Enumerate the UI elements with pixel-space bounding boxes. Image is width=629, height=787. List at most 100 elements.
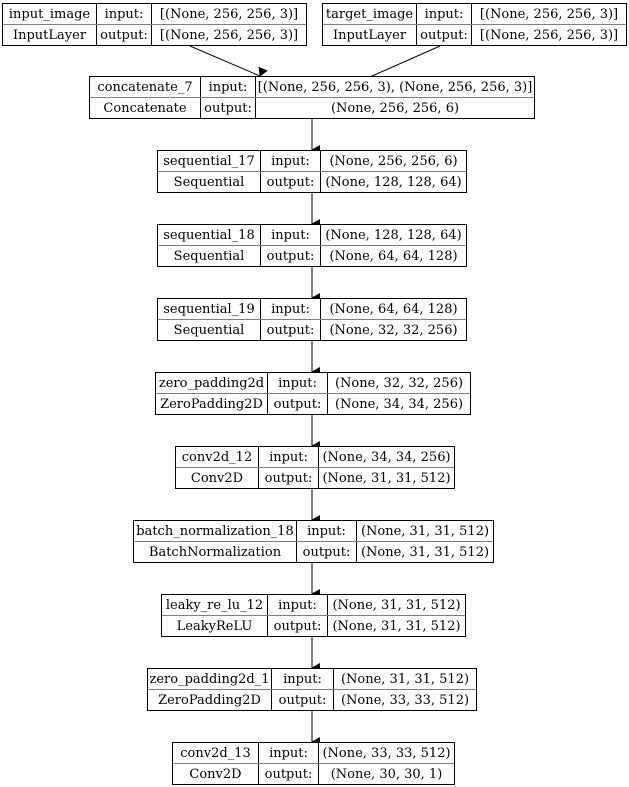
node-output-label: output: [97,25,152,45]
node-input-shape: [(None, 256, 256, 3), (None, 256, 256, 3… [257,79,533,95]
node-conv2d_12[interactable]: conv2d_12 input: (None, 34, 34, 256) Con… [175,446,455,489]
node-output-shape: (None, 256, 256, 6) [330,100,460,116]
node-input-label: input: [417,4,472,24]
node-output-label: output: [261,320,321,340]
node-name: zero_padding2d_1 [148,669,272,689]
node-input_image[interactable]: input_image input: [(None, 256, 256, 3)]… [2,3,307,46]
node-row-output: LeakyReLU output: (None, 31, 31, 512) [162,616,465,636]
node-leaky_re_lu_12[interactable]: leaky_re_lu_12 input: (None, 31, 31, 512… [161,594,466,637]
node-output-label: output: [261,172,321,192]
node-row-input: sequential_18 input: (None, 128, 128, 64… [158,225,466,246]
node-input-label: input: [297,521,357,541]
node-output-shape: (None, 32, 32, 256) [329,322,458,338]
node-type: ZeroPadding2D [156,394,268,414]
node-input-shape: (None, 31, 31, 512) [360,523,490,539]
node-row-output: Sequential output: (None, 128, 128, 64) [158,172,466,192]
node-row-input: zero_padding2d_1 input: (None, 31, 31, 5… [148,669,476,690]
node-type: Sequential [158,172,261,192]
node-type: ZeroPadding2D [148,690,272,710]
node-input-shape: (None, 32, 32, 256) [334,375,464,391]
node-output-label: output: [417,25,472,45]
node-type: Concatenate [90,98,201,118]
node-output-shape: [(None, 256, 256, 3)] [159,27,299,43]
node-output-shape: (None, 33, 33, 512) [340,692,470,708]
node-input-shape: (None, 64, 64, 128) [329,301,458,317]
node-input-label: input: [261,299,321,319]
edge-input_image-concatenate_7 [189,45,268,77]
node-output-label: output: [268,394,328,414]
node-row-output: ZeroPadding2D output: (None, 34, 34, 256… [156,394,470,414]
node-input-label: input: [259,743,319,763]
node-type: InputLayer [3,25,97,45]
node-input-label: input: [261,225,321,245]
node-name: target_image [323,4,417,24]
node-conv2d_13[interactable]: conv2d_13 input: (None, 33, 33, 512) Con… [172,742,455,785]
node-target_image[interactable]: target_image input: [(None, 256, 256, 3)… [322,3,627,46]
node-output-shape: (None, 31, 31, 512) [332,618,461,634]
node-zero_padding2d_1[interactable]: zero_padding2d_1 input: (None, 31, 31, 5… [147,668,477,711]
node-output-label: output: [259,468,319,488]
node-name: sequential_17 [158,151,261,171]
node-row-input: sequential_19 input: (None, 64, 64, 128) [158,299,466,320]
node-row-output: Conv2D output: (None, 30, 30, 1) [173,764,454,784]
node-input-label: input: [259,447,319,467]
node-output-shape: (None, 30, 30, 1) [330,766,443,782]
node-row-output: InputLayer output: [(None, 256, 256, 3)] [323,25,626,45]
node-sequential_19[interactable]: sequential_19 input: (None, 64, 64, 128)… [157,298,467,341]
node-type: Conv2D [173,764,259,784]
node-type: LeakyReLU [162,616,268,636]
node-input-shape: (None, 31, 31, 512) [340,671,470,687]
node-input-label: input: [201,77,256,97]
node-type: Sequential [158,320,261,340]
node-row-input: target_image input: [(None, 256, 256, 3)… [323,4,626,25]
node-output-label: output: [268,616,328,636]
node-output-label: output: [261,246,321,266]
node-output-shape: (None, 128, 128, 64) [325,174,462,190]
node-output-label: output: [259,764,319,784]
node-name: sequential_18 [158,225,261,245]
node-output-label: output: [201,98,256,118]
node-input-shape: [(None, 256, 256, 3)] [479,6,619,22]
node-input-shape: (None, 33, 33, 512) [322,745,451,761]
node-output-shape: [(None, 256, 256, 3)] [479,27,619,43]
node-row-output: Sequential output: (None, 32, 32, 256) [158,320,466,340]
node-row-output: ZeroPadding2D output: (None, 33, 33, 512… [148,690,476,710]
node-name: sequential_19 [158,299,261,319]
node-row-output: Sequential output: (None, 64, 64, 128) [158,246,466,266]
node-row-output: Concatenate output: (None, 256, 256, 6) [90,98,534,118]
node-input-shape: (None, 128, 128, 64) [325,227,462,243]
edge-target_image-concatenate_7 [370,45,441,86]
node-row-input: zero_padding2d input: (None, 32, 32, 256… [156,373,470,394]
node-sequential_18[interactable]: sequential_18 input: (None, 128, 128, 64… [157,224,467,267]
node-sequential_17[interactable]: sequential_17 input: (None, 256, 256, 6)… [157,150,467,193]
node-row-input: sequential_17 input: (None, 256, 256, 6) [158,151,466,172]
node-batch_normalization_18[interactable]: batch_normalization_18 input: (None, 31,… [133,520,494,563]
node-name: conv2d_12 [176,447,259,467]
node-output-shape: (None, 34, 34, 256) [334,396,464,412]
node-name: input_image [3,4,97,24]
node-input-shape: (None, 34, 34, 256) [322,449,451,465]
node-row-input: conv2d_12 input: (None, 34, 34, 256) [176,447,454,468]
node-type: BatchNormalization [134,542,297,562]
node-name: batch_normalization_18 [134,521,297,541]
node-input-label: input: [261,151,321,171]
node-output-label: output: [297,542,357,562]
node-row-input: input_image input: [(None, 256, 256, 3)] [3,4,306,25]
node-row-output: InputLayer output: [(None, 256, 256, 3)] [3,25,306,45]
node-input-label: input: [268,595,328,615]
node-zero_padding2d[interactable]: zero_padding2d input: (None, 32, 32, 256… [155,372,471,415]
node-name: conv2d_13 [173,743,259,763]
node-name: leaky_re_lu_12 [162,595,268,615]
node-name: concatenate_7 [90,77,201,97]
node-input-shape: (None, 256, 256, 6) [329,153,458,169]
node-output-shape: (None, 31, 31, 512) [360,544,490,560]
node-row-input: conv2d_13 input: (None, 33, 33, 512) [173,743,454,764]
node-input-label: input: [268,373,328,393]
node-row-input: concatenate_7 input: [(None, 256, 256, 3… [90,77,534,98]
node-type: Conv2D [176,468,259,488]
node-input-shape: (None, 31, 31, 512) [332,597,461,613]
node-input-shape: [(None, 256, 256, 3)] [159,6,299,22]
node-concatenate_7[interactable]: concatenate_7 input: [(None, 256, 256, 3… [89,76,535,119]
node-name: zero_padding2d [156,373,268,393]
